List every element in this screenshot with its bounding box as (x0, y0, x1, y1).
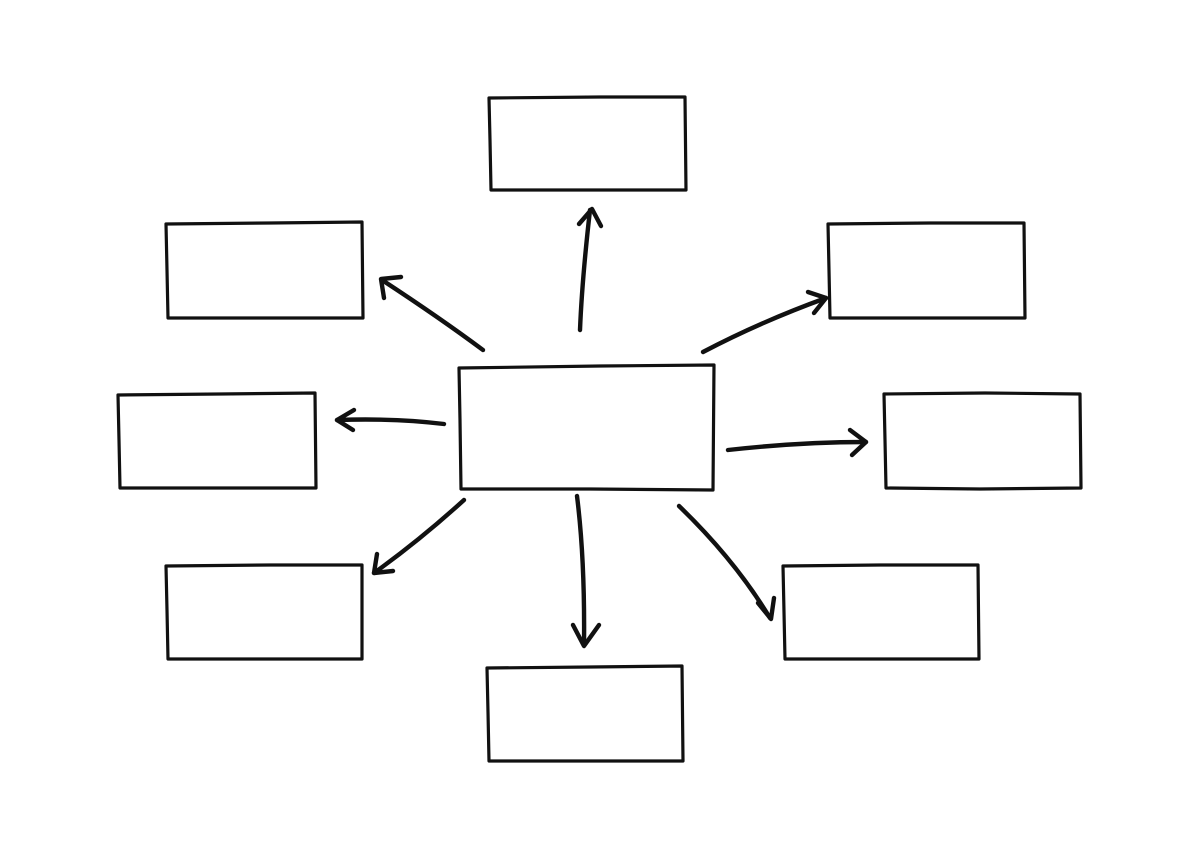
arrow-to-bottom-left-shaft (371, 497, 467, 576)
boxes-layer (116, 95, 1083, 763)
box-top-left (164, 220, 365, 320)
box-right (882, 391, 1083, 491)
arrow-to-top-left (378, 274, 486, 353)
arrow-to-bottom-right (676, 503, 777, 622)
arrow-to-bottom (570, 493, 602, 649)
box-left (116, 391, 318, 490)
box-top (487, 95, 688, 192)
arrow-to-top-right (700, 289, 829, 355)
box-bottom-left-outline (164, 563, 364, 661)
arrow-to-right-shaft (725, 439, 869, 453)
arrow-to-bottom-shaft (574, 493, 587, 648)
arrow-to-left (334, 407, 447, 433)
arrow-to-bottom-head (570, 622, 602, 649)
arrow-to-top-head (576, 206, 604, 229)
box-left-outline (116, 391, 318, 490)
arrow-to-right (725, 427, 869, 458)
arrow-to-top-right-head (805, 289, 829, 316)
box-bottom-left (164, 563, 364, 661)
arrow-to-left-shaft (334, 417, 447, 427)
box-right-outline (882, 391, 1083, 491)
central-box-outline (457, 363, 716, 492)
arrow-to-bottom-left-head (371, 551, 396, 576)
arrow-to-top-shaft (577, 207, 593, 333)
box-bottom-right (781, 563, 981, 661)
box-top-left-outline (164, 220, 365, 320)
arrow-to-left-head (334, 407, 357, 433)
arrows-layer (334, 206, 869, 649)
arrow-to-top-left-shaft (379, 277, 486, 353)
arrow-to-top (576, 206, 604, 333)
arrow-to-bottom-left (371, 497, 467, 576)
box-bottom-right-outline (781, 563, 981, 661)
arrow-to-right-head (847, 427, 869, 458)
arrow-to-top-right-shaft (700, 295, 829, 355)
box-top-right-outline (826, 221, 1027, 320)
arrow-to-top-left-head (378, 274, 404, 301)
box-top-outline (487, 95, 688, 192)
arrow-to-bottom-right-head (755, 595, 777, 622)
central-box (457, 363, 716, 492)
box-bottom (485, 664, 685, 763)
box-bottom-outline (485, 664, 685, 763)
box-top-right (826, 221, 1027, 320)
